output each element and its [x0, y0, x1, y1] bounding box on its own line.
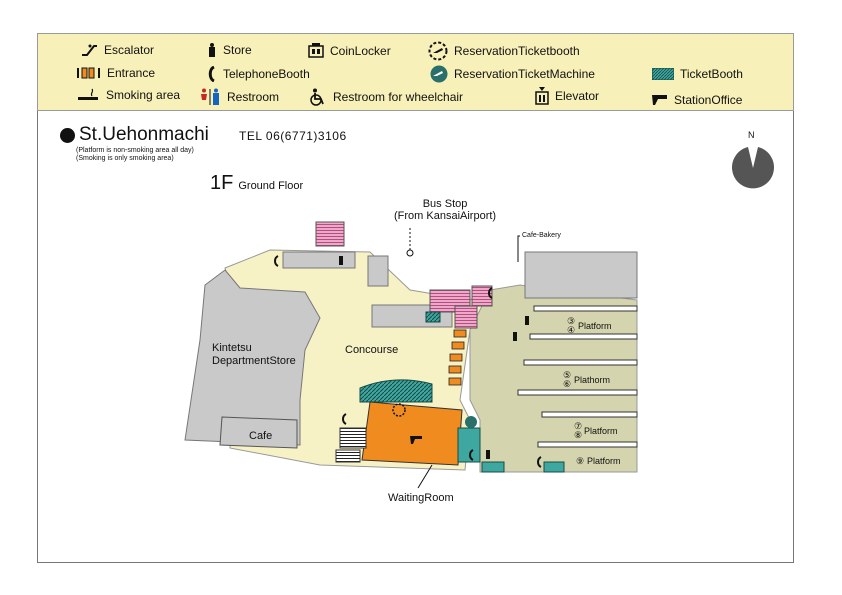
- gate-column: [448, 329, 467, 386]
- compass-icon: [732, 147, 774, 189]
- restroom-icon: [201, 88, 219, 105]
- legend-station-office: StationOffice: [652, 93, 742, 107]
- platform-tracks: [517, 305, 638, 448]
- reservation-machine-icon: [430, 65, 448, 83]
- elevator-icon: [535, 87, 549, 105]
- ticket-booth-icon: [652, 68, 674, 80]
- cafe-building: [219, 416, 298, 449]
- locker-icon: [308, 43, 324, 58]
- floor-label: 1F Ground Floor: [210, 172, 304, 194]
- telephone-icon: [208, 66, 215, 82]
- legend-reservation-booth: ReservationTicketbooth: [428, 41, 580, 61]
- legend-restroom: Restroom: [199, 88, 279, 106]
- stairs-left: [339, 427, 367, 449]
- station-name: St.Uehonmachi: [79, 124, 209, 145]
- bus-stop-label: Bus Stop (From KansaiAirport): [394, 198, 497, 222]
- platform-9-label: Platform: [587, 456, 621, 466]
- platform-escalator-3: [454, 305, 478, 329]
- upper-store-block: [282, 251, 356, 269]
- station-title: St.Uehonmachi: [60, 124, 209, 146]
- platform-34-numbers: ③ ④: [566, 316, 576, 335]
- department-store-label: Kintetsu DepartmentStore: [212, 342, 296, 367]
- reservation-machine-marker: [465, 416, 477, 428]
- platform-56-label: Plathorm: [574, 375, 611, 385]
- legend-reservation-machine: ReservationTicketMachine: [430, 65, 595, 83]
- waiting-room-label: WaitingRoom: [388, 492, 454, 504]
- telephone-markers: [274, 255, 542, 468]
- cafe-bakery-building: [524, 251, 638, 299]
- concourse-label: Concourse: [345, 344, 399, 356]
- legend-telephone: TelephoneBooth: [207, 66, 310, 82]
- entrance-icon: [77, 67, 100, 79]
- station-marker-icon: [60, 127, 75, 143]
- legend-ticket-booth: TicketBooth: [652, 67, 743, 81]
- legend-elevator: Elevator: [535, 86, 599, 105]
- platform-56-numbers: ⑤ ⑥: [562, 370, 572, 389]
- ticket-booth-area: [359, 379, 433, 403]
- platform-34-label: Platform: [578, 321, 612, 331]
- upper-block-right: [367, 255, 389, 287]
- stairs-lower: [335, 449, 361, 463]
- platform-78-numbers: ⑦ ⑧: [573, 421, 583, 440]
- station-office-icon: [652, 95, 667, 105]
- cafe-bakery-label: Cafe-Bakery: [522, 232, 561, 239]
- wheelchair-icon: [310, 88, 324, 106]
- teal-area-platform9: [543, 461, 565, 473]
- platform-78-label: Platform: [584, 426, 618, 436]
- cafe-label: Cafe: [249, 430, 273, 442]
- escalator-icon: [82, 44, 97, 56]
- bus-stop-marker: [406, 249, 414, 257]
- ticket-booth-small: [425, 311, 441, 323]
- plan-icons: [339, 256, 529, 459]
- reservation-booth-marker: [392, 403, 406, 417]
- teal-area-bottom: [481, 461, 505, 473]
- legend-smoking: Smoking area: [78, 88, 180, 102]
- smoking-icon: [78, 88, 98, 100]
- upper-escalator: [315, 221, 345, 247]
- station-office-marker: [410, 436, 422, 444]
- platform-9-number: ⑨: [576, 456, 585, 466]
- reservation-booth-icon: [428, 41, 448, 61]
- legend-escalator: Escalator: [80, 43, 154, 57]
- legend-entrance: Entrance: [77, 66, 155, 80]
- store-icon: [209, 43, 215, 57]
- legend-store: Store: [207, 43, 252, 57]
- waiting-room: [361, 401, 463, 466]
- north-indicator: N: [731, 130, 775, 192]
- department-store-building: [184, 269, 321, 446]
- legend-wheelchair: Restroom for wheelchair: [309, 88, 463, 106]
- teal-area-right: [457, 427, 481, 463]
- legend-coin-locker: CoinLocker: [308, 43, 391, 58]
- platform-escalator-2: [471, 285, 493, 307]
- station-tel: TEL 06(6771)3106: [239, 129, 347, 143]
- smoking-note: (Platform is non-smoking area all day) (…: [76, 147, 194, 162]
